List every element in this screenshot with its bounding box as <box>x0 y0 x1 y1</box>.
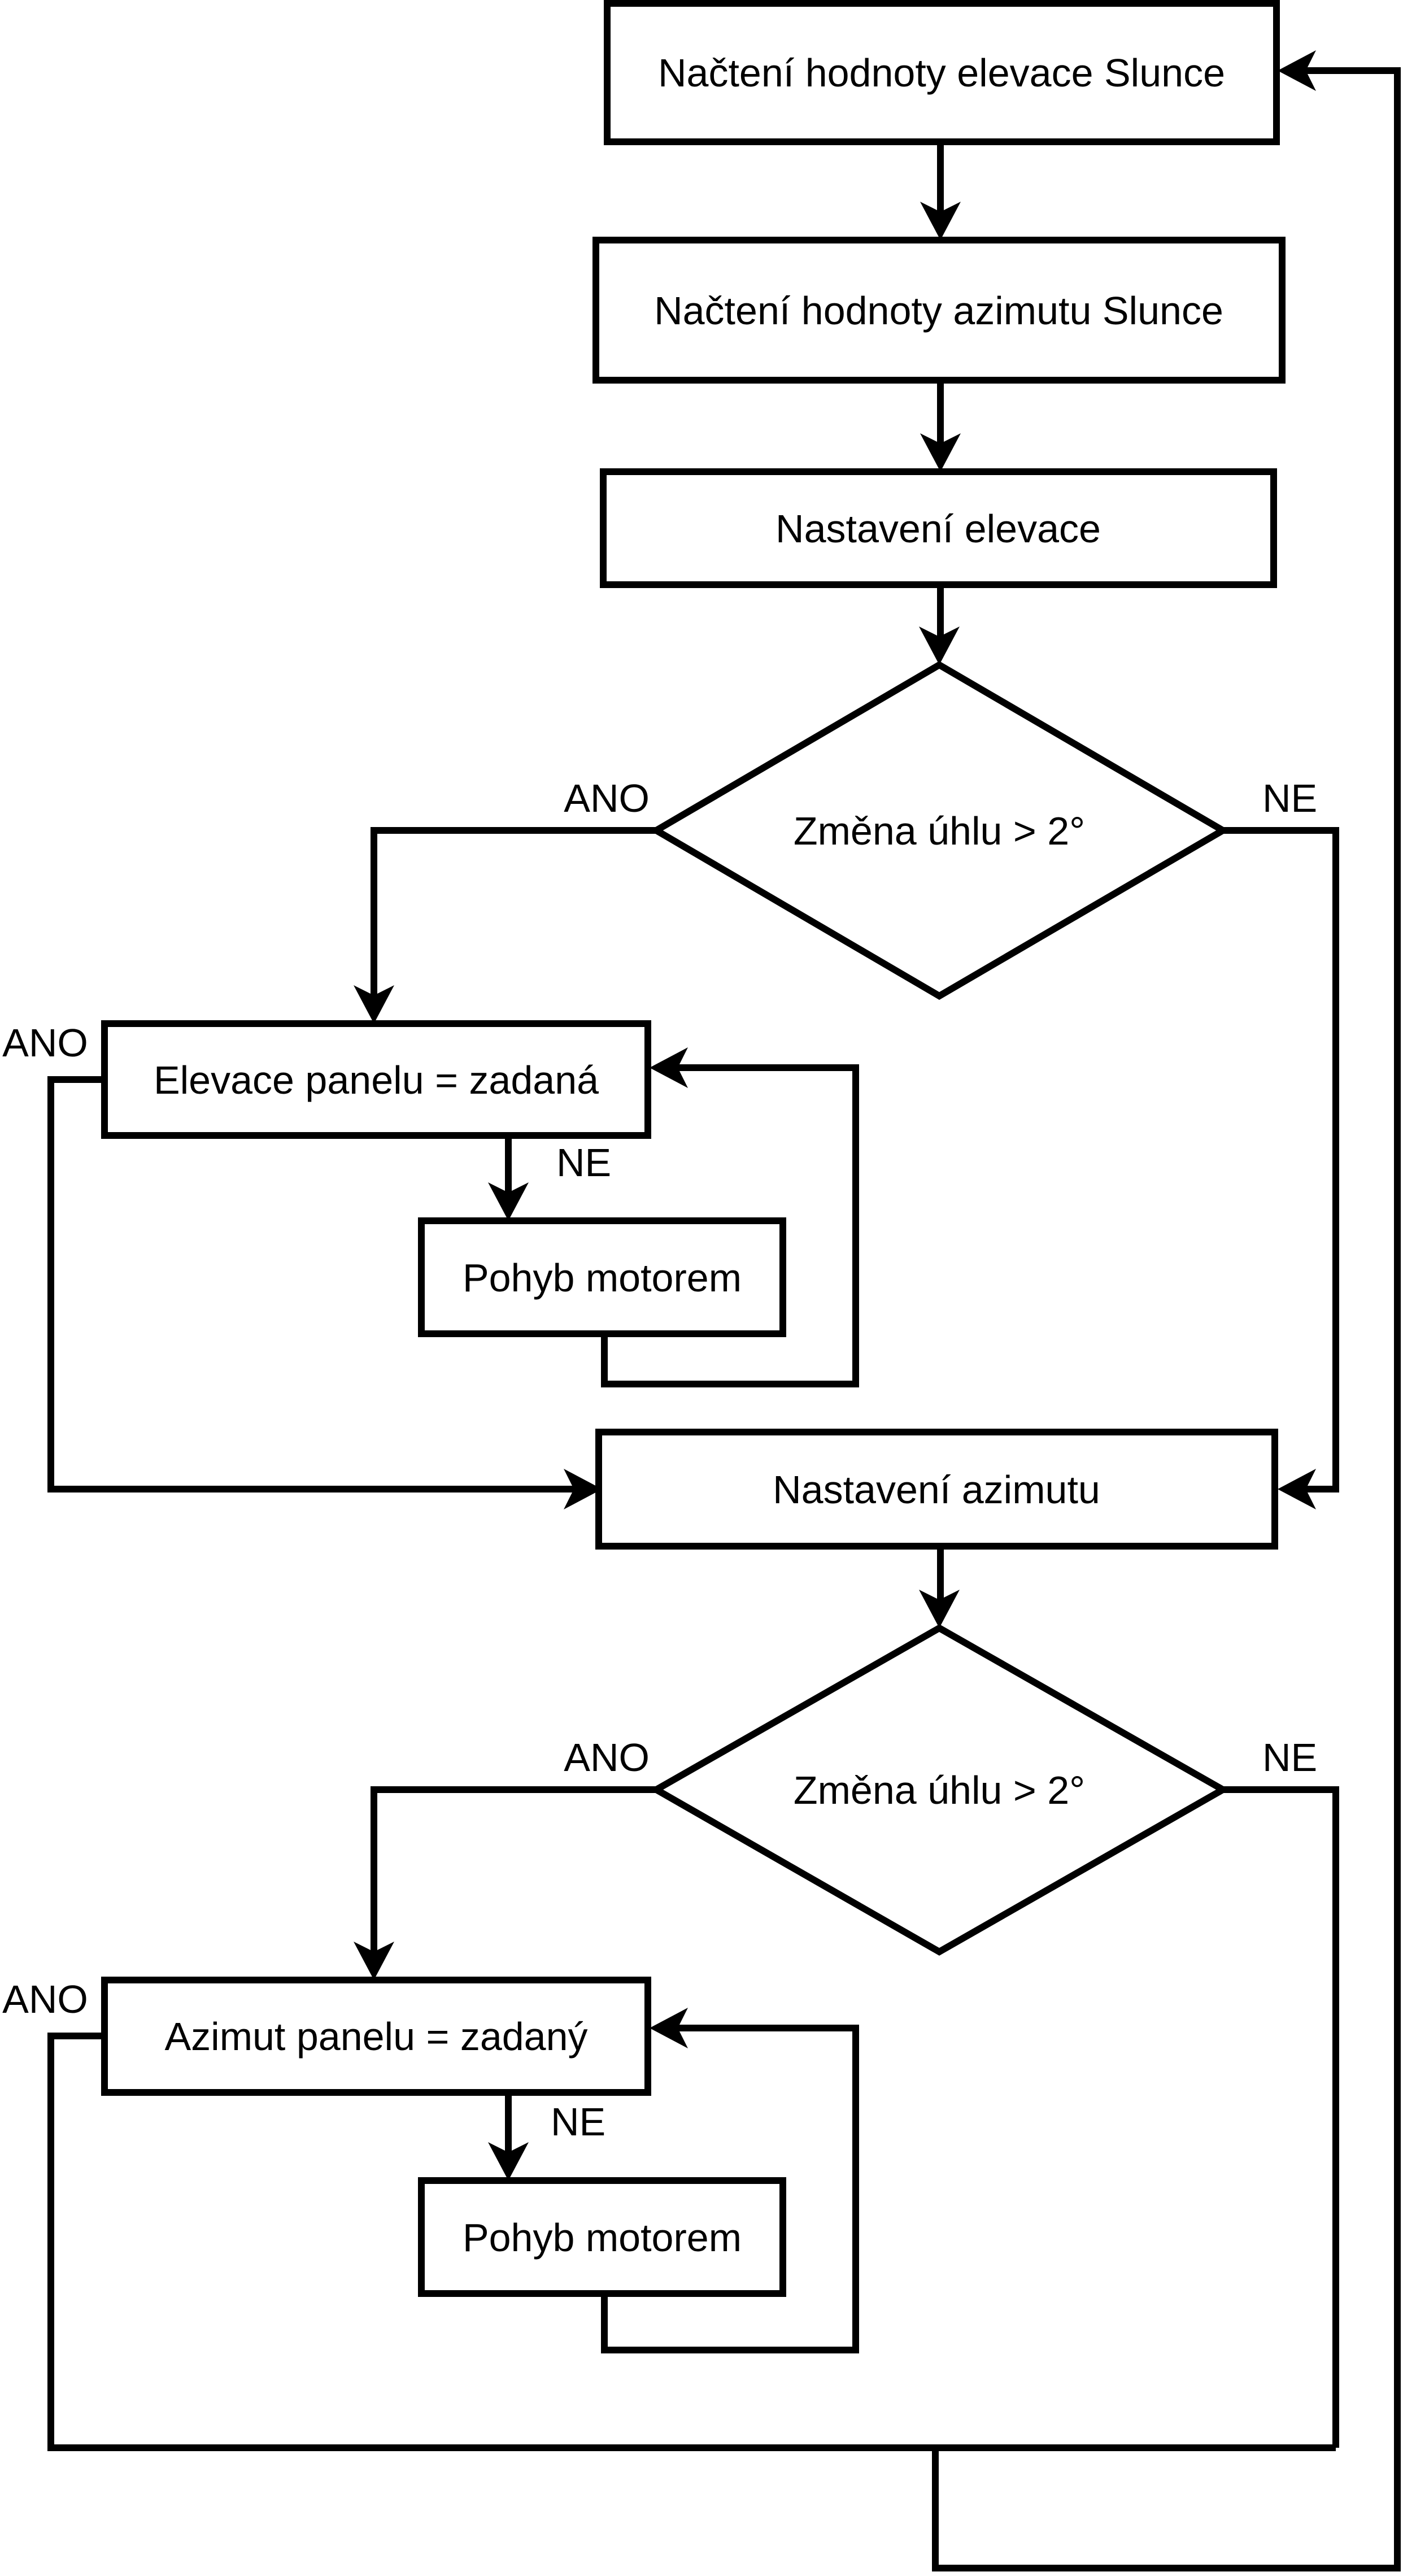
node-decision-azimuth <box>649 1624 1230 1956</box>
edge-elevation-panel-ano-to-set-azimuth <box>47 1076 574 1492</box>
edge-motor1-loop-back <box>601 1064 859 1387</box>
arrowhead <box>920 202 961 240</box>
arrowhead <box>564 1469 602 1509</box>
label-decision2-ne: NE <box>1262 1735 1317 1779</box>
arrowhead <box>354 1942 394 1980</box>
arrowhead <box>920 433 961 472</box>
label-azimuth-panel-ano: ANO <box>2 1977 88 2021</box>
node-set-azimuth <box>595 1429 1278 1550</box>
node-set-elevation <box>600 468 1277 588</box>
arrowhead <box>919 1590 960 1628</box>
node-elevation-panel-label: Elevace panelu = zadaná <box>154 1058 599 1102</box>
node-motor-elevation <box>418 1217 786 1337</box>
edge-decision2-ne-down <box>1223 1786 1339 2448</box>
arrowhead <box>1278 1469 1316 1509</box>
node-motor-azimuth <box>418 2177 786 2297</box>
node-motor-elevation-label: Pohyb motorem <box>463 1256 742 1300</box>
arrowhead <box>650 1047 688 1088</box>
node-set-elevation-label: Nastavení elevace <box>775 507 1101 551</box>
node-load-elevation <box>604 0 1280 145</box>
node-motor-azimuth-label: Pohyb motorem <box>463 2216 742 2260</box>
arrowhead <box>488 1182 529 1221</box>
node-decision-elevation <box>650 661 1230 1000</box>
node-load-azimuth <box>592 237 1286 384</box>
node-decision-azimuth-label: Změna úhlu > 2° <box>794 1768 1085 1812</box>
arrowhead <box>650 2008 688 2048</box>
label-azimuth-panel-ne: NE <box>551 2100 605 2144</box>
node-decision-elevation-label: Změna úhlu > 2° <box>794 809 1085 853</box>
label-decision1-ne: NE <box>1262 776 1317 820</box>
label-decision1-ano: ANO <box>564 776 650 820</box>
edge-decision1-ano-to-elevation-panel <box>371 827 656 995</box>
edge-bottom-feedback-to-top <box>932 67 1401 2571</box>
label-decision2-ano: ANO <box>564 1735 650 1779</box>
label-elevation-panel-ne: NE <box>556 1141 611 1185</box>
edge-motor2-loop-back <box>601 2025 859 2353</box>
edge-azimuth-panel-ano-bottom <box>47 2033 1336 2451</box>
node-elevation-panel <box>101 1020 651 1139</box>
arrowhead <box>488 2142 529 2181</box>
node-load-elevation-label: Načtení hodnoty elevace Slunce <box>658 51 1225 95</box>
arrowhead <box>919 626 960 665</box>
node-set-azimuth-label: Nastavení azimutu <box>773 1468 1100 1512</box>
node-azimuth-panel <box>101 1977 651 2096</box>
node-load-azimuth-label: Načtení hodnoty azimutu Slunce <box>654 289 1223 333</box>
arrowhead <box>1278 50 1316 91</box>
label-elevation-panel-ano: ANO <box>2 1021 88 1065</box>
edge-decision1-ne-to-set-azimuth <box>1223 827 1339 1492</box>
node-azimuth-panel-label: Azimut panelu = zadaný <box>164 2014 587 2059</box>
edge-decision2-ano-to-azimuth-panel <box>371 1786 656 1952</box>
arrowhead <box>354 985 394 1024</box>
